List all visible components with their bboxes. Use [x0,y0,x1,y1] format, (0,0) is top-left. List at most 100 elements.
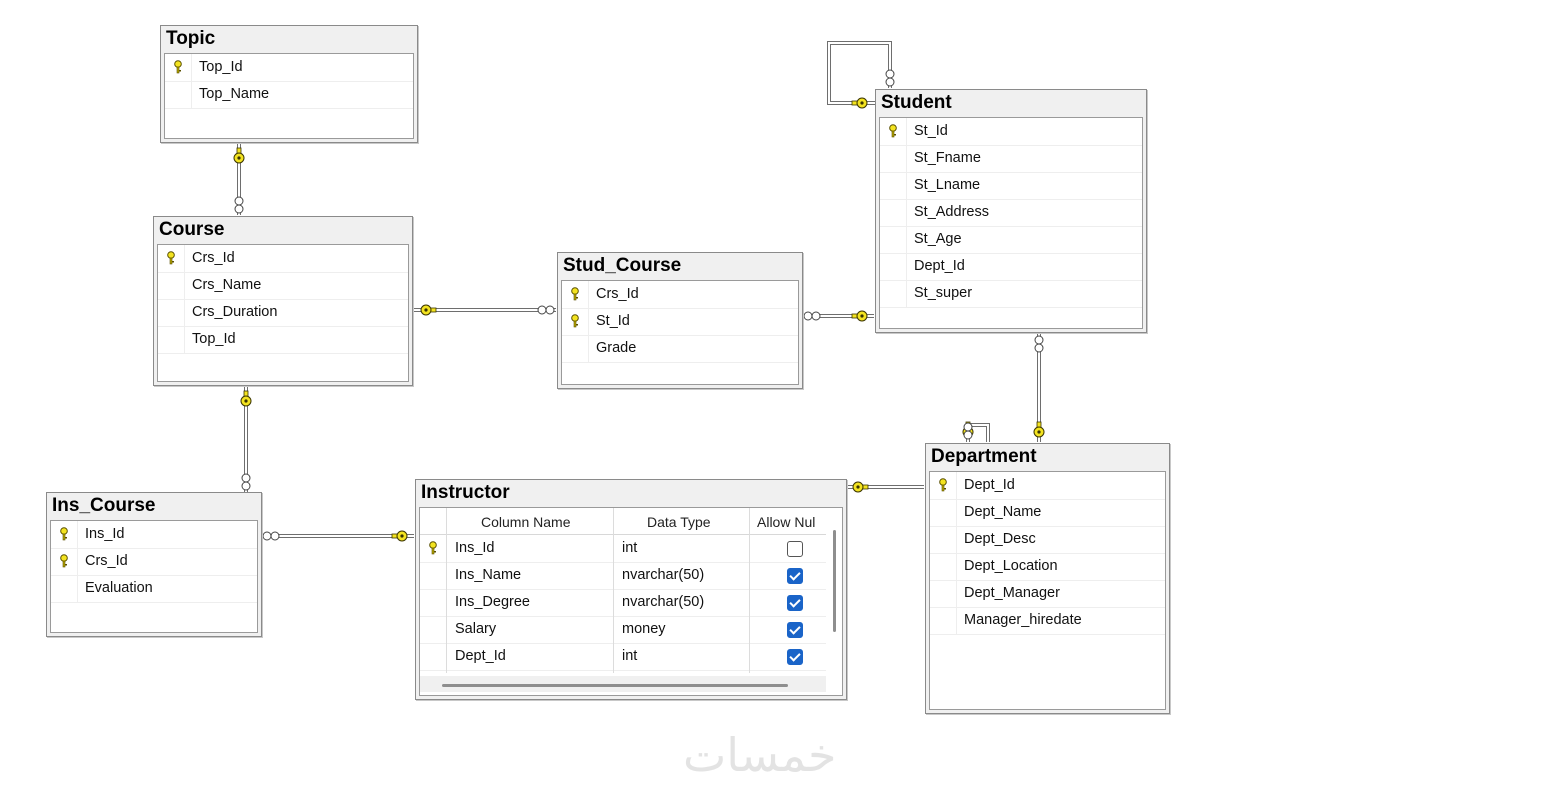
cell-column-name[interactable]: Dept_Id [455,648,506,664]
column-row[interactable]: Crs_Name [158,272,408,300]
allow-nulls-checkbox-checked[interactable] [787,568,803,584]
row-selector[interactable] [158,272,185,299]
row-selector[interactable] [165,54,192,81]
row-selector[interactable] [880,145,907,172]
column-name: Crs_Id [596,286,639,302]
cell-data-type[interactable]: int [622,648,638,664]
column-row[interactable]: St_super [880,280,1142,308]
allow-nulls-checkbox-checked[interactable] [787,595,803,611]
allow-nulls-checkbox-checked[interactable] [787,649,803,665]
column-row[interactable]: St_Id [562,308,798,336]
column-row[interactable]: Ins_Id [51,521,257,549]
column-name: Evaluation [85,580,153,596]
row-selector[interactable] [158,245,185,272]
cell-column-name[interactable]: Ins_Id [455,540,495,556]
column-divider [446,508,447,673]
row-selector[interactable] [880,118,907,145]
table-title: Course [159,219,225,240]
horizontal-scrollbar[interactable] [442,684,788,687]
column-row[interactable]: Dept_Manager [930,580,1165,608]
column-row[interactable]: Dept_Id [880,253,1142,281]
column-name: Dept_Id [964,477,1015,493]
table-title: Department [931,446,1037,467]
column-row[interactable]: Top_Id [165,54,413,82]
row-selector[interactable] [880,199,907,226]
cell-data-type[interactable]: nvarchar(50) [622,567,705,583]
row-selector[interactable] [880,226,907,253]
row-selector[interactable] [930,607,957,634]
cell-data-type[interactable]: int [622,540,638,556]
column-row[interactable]: Dept_Id [930,472,1165,500]
grid-row[interactable]: Ins_Degree nvarchar(50) [420,589,826,617]
row-selector[interactable] [165,81,192,108]
row-selector[interactable] [880,172,907,199]
row-selector[interactable] [562,281,589,308]
header-column-name[interactable]: Column Name [481,514,571,530]
grid-row[interactable]: Ins_Name nvarchar(50) [420,562,826,590]
grid-row[interactable]: Dept_Id int [420,643,826,671]
one-end-key-icon [233,147,245,164]
cell-column-name[interactable]: Ins_Degree [455,594,530,610]
column-row[interactable]: St_Lname [880,172,1142,200]
table-title: Stud_Course [563,255,682,276]
column-row[interactable]: Dept_Name [930,499,1165,527]
row-selector[interactable] [51,548,78,575]
one-end-key-icon [852,481,869,493]
column-row[interactable]: St_Age [880,226,1142,254]
column-row[interactable]: St_Id [880,118,1142,146]
column-row[interactable]: Evaluation [51,575,257,603]
grid-row[interactable]: Salary money [420,616,826,644]
row-selector[interactable] [158,299,185,326]
column-row[interactable]: Crs_Id [51,548,257,576]
row-selector[interactable] [562,335,589,362]
row-selector[interactable] [930,499,957,526]
row-selector[interactable] [930,580,957,607]
row-selector[interactable] [930,472,957,499]
row-selector[interactable] [51,575,78,602]
row-selector[interactable] [880,280,907,307]
table-instructor[interactable]: Instructor Column Name Data Type Allow N… [415,479,847,700]
column-row[interactable]: Crs_Duration [158,299,408,327]
cell-column-name[interactable]: Ins_Name [455,567,522,583]
many-end-infinity-icon [234,196,244,214]
row-selector[interactable] [930,526,957,553]
column-row[interactable]: St_Address [880,199,1142,227]
column-row[interactable]: Grade [562,335,798,363]
vertical-scrollbar[interactable] [833,530,836,632]
column-row[interactable]: Top_Name [165,81,413,109]
header-allow-nulls[interactable]: Allow Nul [757,514,816,530]
column-row[interactable]: Manager_hiredate [930,607,1165,635]
column-row[interactable]: Top_Id [158,326,408,354]
relationship-line[interactable] [966,423,990,442]
header-data-type[interactable]: Data Type [647,514,711,530]
column-divider [613,508,614,673]
many-end-infinity-icon [1034,335,1044,353]
row-selector[interactable] [930,553,957,580]
column-row[interactable]: Dept_Location [930,553,1165,581]
column-row[interactable]: St_Fname [880,145,1142,173]
grid-row[interactable]: Ins_Id int [420,535,826,563]
allow-nulls-checkbox-unchecked[interactable] [787,541,803,557]
primary-key-icon [570,314,580,328]
row-selector[interactable] [51,521,78,548]
grid-header: Column Name Data Type Allow Nul [420,508,826,535]
column-row[interactable]: Crs_Id [158,245,408,273]
cell-data-type[interactable]: nvarchar(50) [622,594,705,610]
cell-column-name[interactable]: Salary [455,621,497,637]
row-selector[interactable] [158,326,185,353]
row-selector[interactable] [562,308,589,335]
allow-nulls-checkbox-checked[interactable] [787,622,803,638]
cell-data-type[interactable]: money [622,621,666,637]
column-row[interactable]: Dept_Desc [930,526,1165,554]
row-selector[interactable] [880,253,907,280]
column-row[interactable]: Crs_Id [562,281,798,309]
